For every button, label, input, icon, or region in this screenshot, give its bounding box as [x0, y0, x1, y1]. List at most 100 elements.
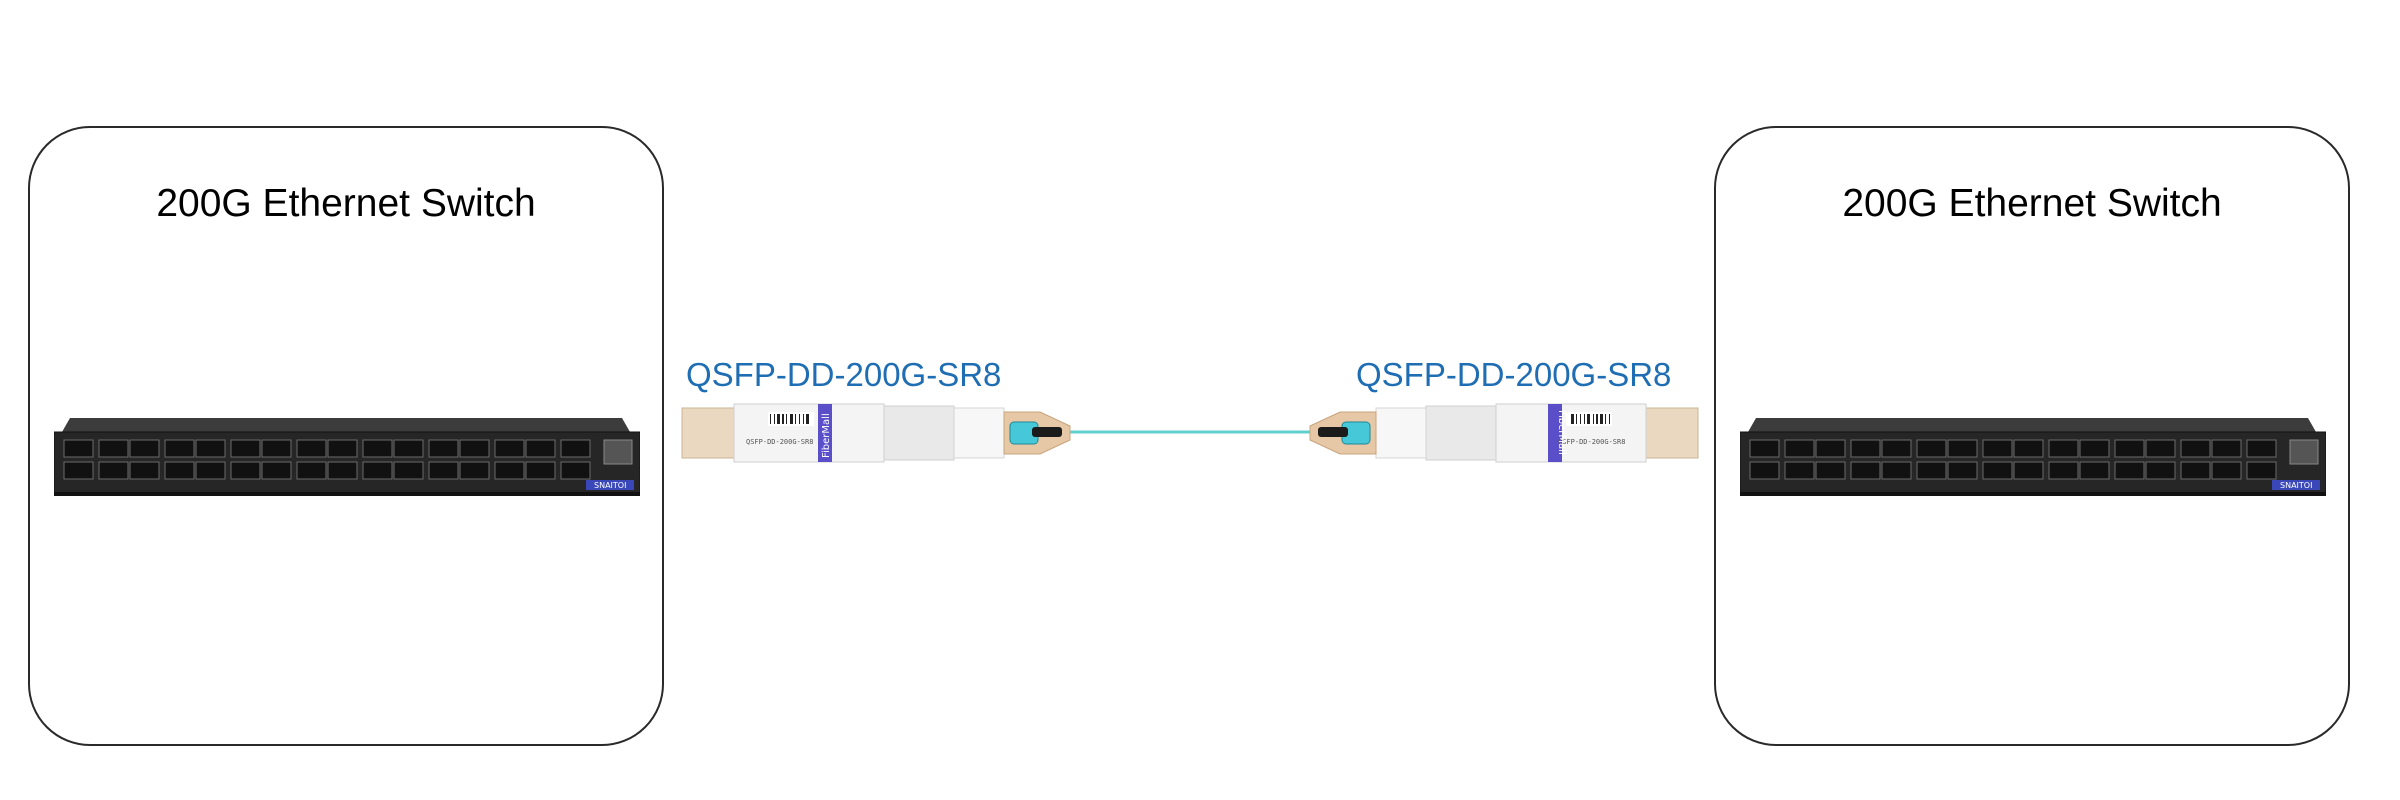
switch-port — [1815, 461, 1846, 480]
svg-text:QSFP-DD-200G-SR8: QSFP-DD-200G-SR8 — [1558, 438, 1625, 446]
switch-port — [296, 461, 327, 480]
switch-port — [2048, 461, 2079, 480]
switch-port — [1982, 461, 2013, 480]
switch-port — [1916, 439, 1947, 458]
switch-port — [428, 439, 459, 458]
switch-port — [2180, 439, 2211, 458]
link-diagram: QSFP-DD-200G-SR8 FiberMall QSFP-DD-200G-… — [681, 403, 1699, 463]
switch-port — [393, 461, 424, 480]
barcode-bar — [1596, 414, 1598, 424]
barcode-bar — [803, 414, 804, 424]
switch-port — [494, 439, 525, 458]
switch-port — [459, 461, 490, 480]
switch-title-right: 200G Ethernet Switch — [1842, 182, 2222, 225]
barcode-bar — [1593, 414, 1594, 424]
switch-port — [98, 461, 129, 480]
switch-port — [129, 461, 160, 480]
barcode-stripes-right — [1571, 414, 1610, 424]
switch-port — [1881, 461, 1912, 480]
switch-port — [327, 439, 358, 458]
switch-port — [195, 439, 226, 458]
svg-text:FiberMall: FiberMall — [821, 413, 832, 458]
barcode-bar — [786, 414, 787, 424]
module-label-left: QSFP-DD-200G-SR8 — [686, 356, 1002, 393]
switch-port — [2048, 439, 2079, 458]
switch-port — [1850, 439, 1881, 458]
switch-port — [261, 461, 292, 480]
switch-port — [2079, 461, 2110, 480]
switch-port — [560, 439, 591, 458]
switch-port — [1881, 439, 1912, 458]
barcode-bar — [790, 414, 793, 424]
switch-port — [393, 439, 424, 458]
barcode-icon — [1566, 412, 1612, 426]
switch-ports-right — [1749, 439, 2277, 480]
svg-text:SNAITOI: SNAITOI — [2280, 481, 2312, 490]
barcode-bar — [1571, 414, 1574, 424]
switch-port — [261, 439, 292, 458]
barcode-bar — [1580, 414, 1581, 424]
switch-port — [296, 439, 327, 458]
transceiver-module-left: QSFP-DD-200G-SR8 FiberMall — [681, 403, 1071, 463]
switch-port — [1784, 439, 1815, 458]
barcode-bar — [774, 414, 775, 424]
switch-port — [2013, 439, 2044, 458]
barcode-bar — [1587, 414, 1590, 424]
barcode-icon — [768, 412, 814, 426]
barcode-bar — [1605, 414, 1606, 424]
switch-port — [2246, 439, 2277, 458]
module-label-right: QSFP-DD-200G-SR8 — [1356, 356, 1672, 393]
switch-port — [2211, 439, 2242, 458]
switch-port — [164, 461, 195, 480]
switch-port — [560, 461, 591, 480]
switch-port — [230, 439, 261, 458]
switch-port — [327, 461, 358, 480]
transceiver-module-right — [1309, 403, 1699, 463]
switch-port — [1947, 461, 1978, 480]
barcode-bar — [1600, 414, 1603, 424]
switch-port — [525, 439, 556, 458]
switch-node-right: 200G Ethernet Switch SNAITOI — [1714, 126, 2350, 746]
barcode-bar — [777, 414, 780, 424]
svg-text:FiberMall: FiberMall — [1556, 410, 1567, 455]
switch-port — [1947, 439, 1978, 458]
switch-port — [2211, 461, 2242, 480]
switch-port — [2079, 439, 2110, 458]
switch-node-left: 200G Ethernet Switch SNAITOI — [28, 126, 664, 746]
switch-port — [2145, 461, 2176, 480]
switch-port — [2114, 439, 2145, 458]
switch-port — [2114, 461, 2145, 480]
switch-port — [494, 461, 525, 480]
switch-port — [1749, 439, 1780, 458]
switch-port — [195, 461, 226, 480]
ethernet-switch-right: SNAITOI — [1740, 418, 2326, 496]
switch-port — [63, 461, 94, 480]
switch-port — [98, 439, 129, 458]
switch-port — [129, 439, 160, 458]
switch-ports-left — [63, 439, 591, 480]
switch-port — [164, 439, 195, 458]
switch-port — [2013, 461, 2044, 480]
barcode-bar — [799, 414, 800, 424]
barcode-stripes-left — [770, 414, 809, 424]
switch-port — [1749, 461, 1780, 480]
switch-port — [1815, 439, 1846, 458]
switch-port — [63, 439, 94, 458]
switch-port — [1916, 461, 1947, 480]
switch-port — [459, 439, 490, 458]
switch-port — [362, 439, 393, 458]
switch-port — [2246, 461, 2277, 480]
switch-port — [525, 461, 556, 480]
barcode-bar — [1576, 414, 1577, 424]
switch-port — [1850, 461, 1881, 480]
barcode-bar — [1584, 414, 1585, 424]
switch-port — [2180, 461, 2211, 480]
switch-port — [1982, 439, 2013, 458]
switch-port — [362, 461, 393, 480]
barcode-bar — [782, 414, 784, 424]
barcode-bar — [795, 414, 796, 424]
switch-port — [230, 461, 261, 480]
svg-text:QSFP-DD-200G-SR8: QSFP-DD-200G-SR8 — [746, 438, 813, 446]
switch-port — [2145, 439, 2176, 458]
switch-title-left: 200G Ethernet Switch — [156, 182, 536, 225]
